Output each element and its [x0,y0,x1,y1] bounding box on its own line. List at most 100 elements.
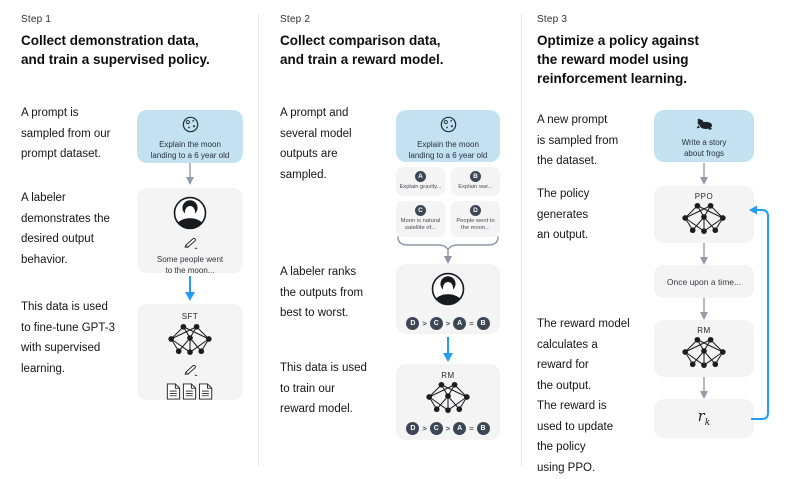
moon-icon [182,116,199,138]
frog-icon [696,117,713,136]
model-output-card-d: D People went to the moon... [451,201,500,237]
step3-label: Step 3 [537,14,568,25]
step3-caption-reward: The reward model calculates a reward for… [537,318,630,392]
labeler-rank-card: D>C>A=B [396,264,500,334]
output-badge: C [415,205,426,216]
neural-network-icon [682,202,726,234]
gray-arrow [696,163,712,191]
step2-caption-ranks: A labeler ranks the outputs from best to… [280,266,364,319]
prompt-card-step2: Explain the moon landing to a 6 year old [396,110,500,162]
reward-value-card: rk [654,399,754,438]
output-caption: People went to the moon... [456,218,495,231]
sft-label: SFT [181,312,199,321]
ranking-badge: B [476,422,490,435]
prompt-card-step3: Write a story about frogs [654,110,754,162]
arrow-down-icon [700,243,708,265]
ranking-badge: A [453,317,467,330]
moon-icon [182,116,198,133]
ranking-badge: D [406,317,420,330]
neural-network-icon [681,336,727,373]
pencil-icon [183,363,198,381]
output-caption: Explain war... [458,184,493,190]
model-output-card-c: C Moon is natural satellite of... [396,201,445,237]
step3-caption-update: The reward is used to update the policy … [537,400,614,474]
gray-arrow [182,163,198,191]
arrow-down-icon [186,163,194,185]
rm-model-card-step2: RM D>C>A=B [396,364,500,440]
rm-label: RM [697,326,711,335]
step1-label: Step 1 [21,14,52,25]
step1-caption-prompt: A prompt is sampled from our prompt data… [21,107,111,160]
prompt-card-step1: Explain the moon landing to a 6 year old [137,110,243,163]
ranking-separator: > [445,424,451,433]
labeler-demo-card: Some people went to the moon... [137,188,243,275]
neural-network-icon [682,336,726,368]
ranking-badge: D [406,422,420,435]
ranking-row: D>C>A=B [406,317,490,330]
labeler-avatar-icon [431,272,465,311]
labeler-avatar-icon [431,272,465,306]
model-output-card-a: A Explain gravity... [396,167,445,196]
pencil-icon [183,236,198,254]
reward-value-text: rk [697,409,711,428]
demo-output-text: Some people went to the moon... [156,255,224,275]
blue-arrow [182,276,198,307]
step1-caption-finetune: This data is used to fine-tune GPT-3 wit… [21,301,115,375]
model-outputs-grid: A Explain gravity... B Explain war... C Moon … [396,167,500,237]
ppo-label: PPO [694,192,714,201]
gray-arrow [696,377,712,405]
ranking-separator: = [469,424,474,433]
step2-caption-sampled: A prompt and several model outputs are s… [280,107,352,181]
neural-network-icon [425,381,471,418]
step3-heading: Optimize a policy against the reward mod… [537,33,700,86]
rm-model-card-step3: RM [654,320,754,377]
rm-label: RM [441,371,455,380]
ranking-row: D>C>A=B [406,422,490,435]
ppo-model-card: PPO [654,186,754,243]
step1-caption-labeler: A labeler demonstrates the desired outpu… [21,192,110,266]
blue-arrow [440,337,456,368]
moon-icon [440,116,456,133]
policy-output-text: Once upon a time... [666,276,742,287]
column-divider [521,14,522,466]
output-caption: Moon is natural satellite of... [400,218,441,231]
gray-arrow [696,243,712,271]
output-badge: B [470,171,481,182]
pencil-icon [183,364,197,376]
frog-icon [696,118,712,130]
moon-icon [440,116,457,138]
ranking-badge: A [453,422,467,435]
curly-brace-arrow [397,236,499,264]
neural-network-icon [426,381,470,413]
step2-label: Step 2 [280,14,311,25]
output-badge: A [415,171,426,182]
labeler-avatar-icon [173,196,207,230]
prompt-card-text: Write a story about frogs [681,138,727,158]
ranking-separator: > [422,319,427,328]
arrow-down-icon [443,337,453,362]
documents-icon [166,383,214,405]
output-badge: D [470,205,481,216]
ranking-separator: > [445,319,451,328]
gray-arrow [696,298,712,326]
sft-model-card: SFT [137,304,243,400]
pencil-icon [183,237,197,249]
policy-output-card: Once upon a time... [654,265,754,298]
output-caption: Explain gravity... [399,184,442,190]
ranking-badge: C [429,317,443,330]
column-divider [258,14,259,466]
arrow-down-icon [700,377,708,399]
neural-network-icon [168,323,212,355]
ranking-separator: > [422,424,427,433]
step3-caption-prompt: A new prompt is sampled from the dataset… [537,114,619,167]
arrow-down-icon [700,163,708,185]
ranking-badge: B [476,317,490,330]
step2-heading: Collect comparison data, and train a rew… [280,33,444,67]
arrow-down-icon [700,298,708,320]
documents-icon [166,383,213,400]
labeler-avatar-icon [173,196,207,235]
step2-caption-train: This data is used to train our reward mo… [280,362,367,415]
arrow-down-icon [185,276,195,301]
feedback-loop-arrow [749,205,769,420]
